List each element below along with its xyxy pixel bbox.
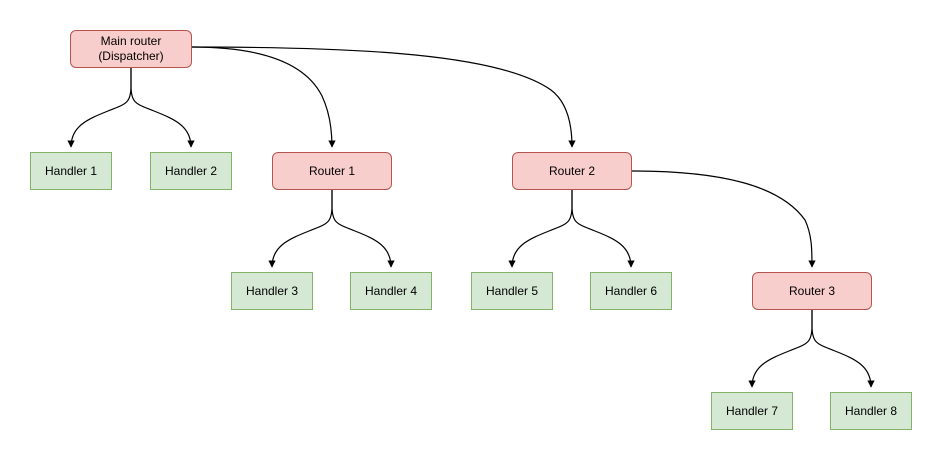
node-label: Router 1 [308, 163, 356, 178]
edge-router1-to-handler3 [268, 190, 333, 268]
node-router-3[interactable]: Router 3 [752, 272, 872, 310]
edge-router3-to-handler8 [811, 310, 875, 388]
edge-router3-to-handler7 [748, 310, 813, 388]
node-router-1[interactable]: Router 1 [272, 152, 392, 190]
node-label: Handler 4 [364, 283, 418, 298]
node-label: Handler 8 [844, 403, 898, 418]
node-handler-1[interactable]: Handler 1 [30, 152, 112, 190]
edge-main-to-handler2 [130, 68, 195, 148]
node-router-2[interactable]: Router 2 [512, 152, 632, 190]
node-label: Handler 1 [44, 163, 98, 178]
node-label: Handler 3 [245, 283, 299, 298]
edge-router2-to-handler6 [571, 190, 635, 268]
node-handler-7[interactable]: Handler 7 [711, 392, 793, 430]
node-label: Router 3 [788, 283, 836, 298]
node-handler-6[interactable]: Handler 6 [590, 272, 672, 310]
node-label: Handler 6 [604, 283, 658, 298]
node-handler-8[interactable]: Handler 8 [830, 392, 912, 430]
node-label: Router 2 [548, 163, 596, 178]
node-handler-2[interactable]: Handler 2 [150, 152, 232, 190]
node-label: Handler 2 [164, 163, 218, 178]
node-main-router[interactable]: Main router (Dispatcher) [70, 30, 192, 68]
edge-main-to-router1 [191, 46, 336, 148]
node-label: Main router (Dispatcher) [98, 34, 164, 63]
node-handler-3[interactable]: Handler 3 [231, 272, 313, 310]
edge-router2-to-handler5 [508, 190, 573, 268]
node-handler-4[interactable]: Handler 4 [350, 272, 432, 310]
edge-router2-to-router3 [631, 170, 816, 268]
node-handler-5[interactable]: Handler 5 [471, 272, 553, 310]
edge-router1-to-handler4 [331, 190, 395, 268]
node-label: Handler 5 [485, 283, 539, 298]
node-label: Handler 7 [725, 403, 779, 418]
edge-main-to-handler1 [67, 68, 132, 148]
edge-main-to-router2 [191, 46, 576, 148]
